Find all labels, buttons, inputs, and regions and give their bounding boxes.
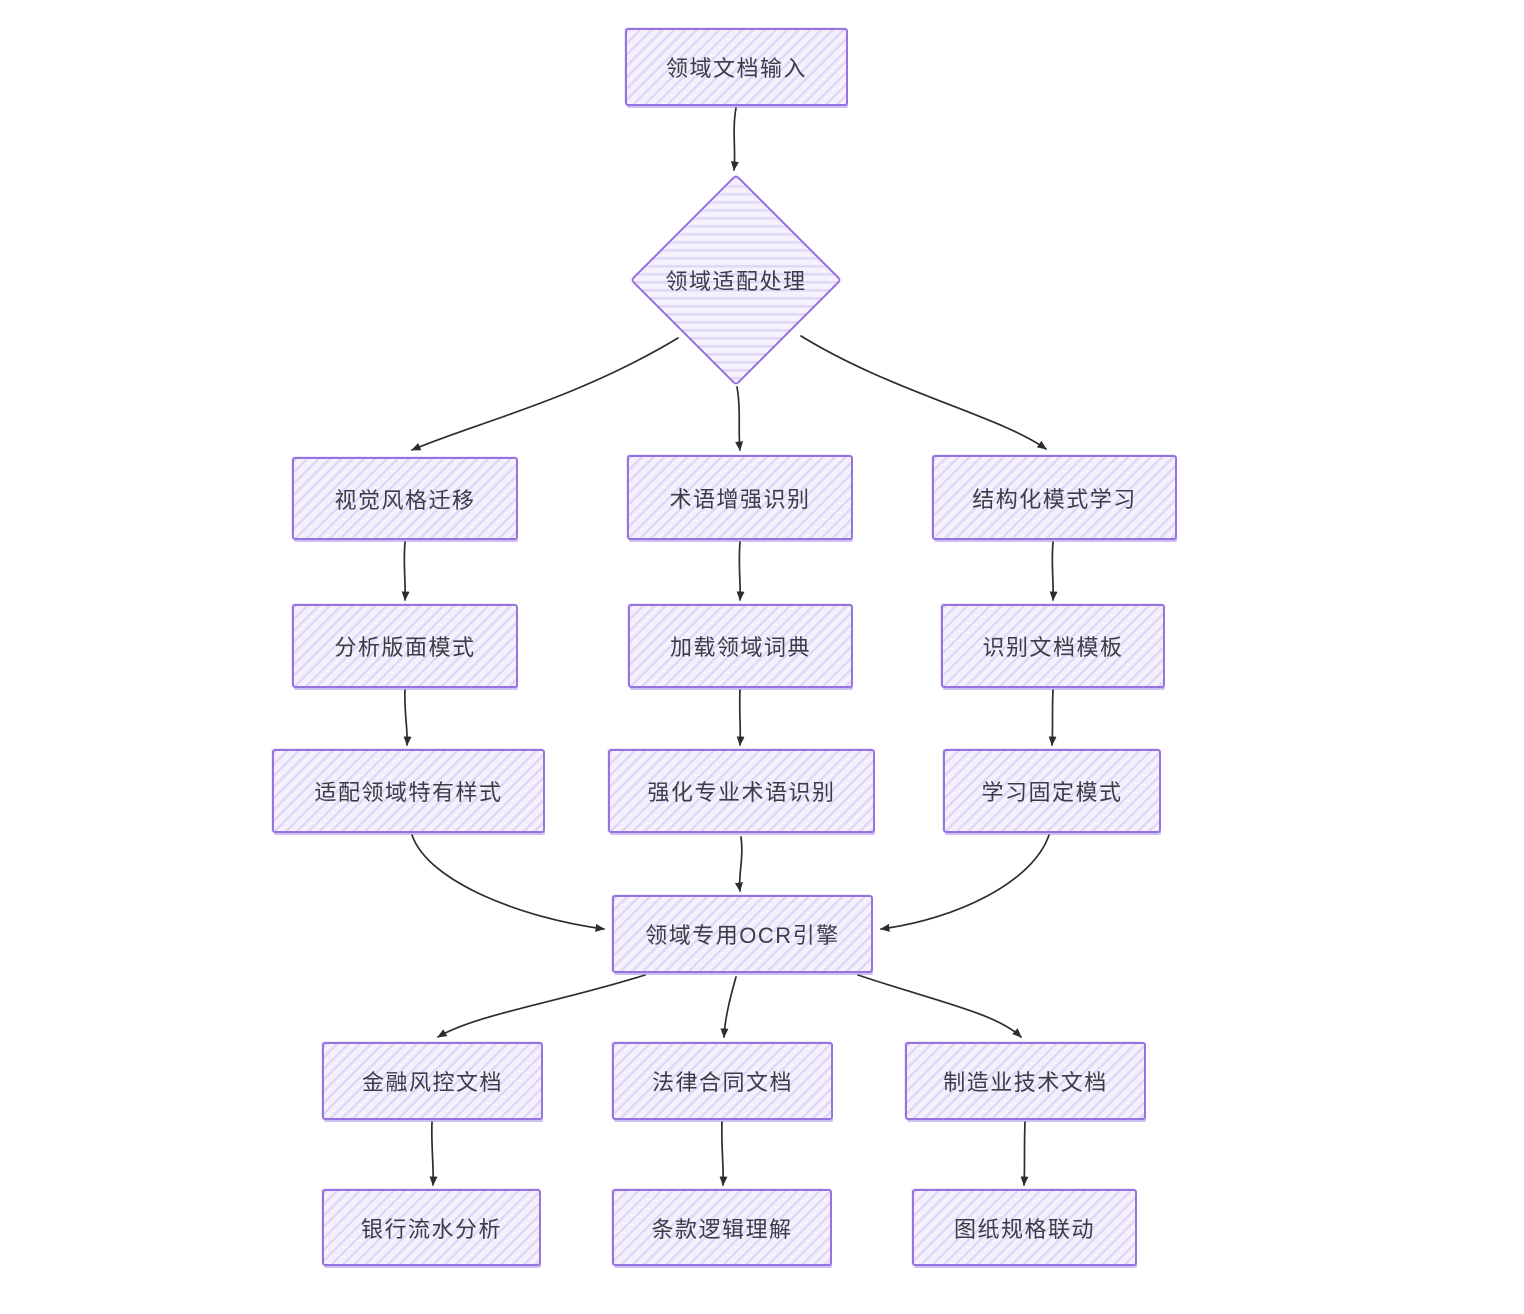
node-domain-doc-input: 领域文档输入: [625, 28, 848, 106]
node-legal-contract-doc: 法律合同文档: [612, 1042, 833, 1120]
node-bank-statement-analysis: 银行流水分析: [322, 1189, 541, 1266]
node-recognize-doc-template: 识别文档模板: [941, 604, 1165, 688]
node-drawing-spec-linkage: 图纸规格联动: [912, 1189, 1137, 1266]
node-visual-style-transfer: 视觉风格迁移: [292, 457, 518, 540]
diamond-label: 领域适配处理: [665, 269, 807, 294]
node-term-enhanced-recognition: 术语增强识别: [627, 455, 853, 540]
node-manufacturing-tech-doc: 制造业技术文档: [905, 1042, 1146, 1120]
node-finance-risk-doc: 金融风控文档: [322, 1042, 543, 1120]
node-domain-adapt-decision: 领域适配处理: [629, 173, 843, 387]
node-clause-logic-understanding: 条款逻辑理解: [612, 1189, 832, 1266]
node-structured-pattern-learning: 结构化模式学习: [932, 455, 1177, 540]
node-domain-ocr-engine: 领域专用OCR引擎: [612, 895, 873, 973]
node-analyze-layout-pattern: 分析版面模式: [292, 604, 518, 688]
node-strengthen-term-recognition: 强化专业术语识别: [608, 749, 875, 833]
node-load-domain-dictionary: 加载领域词典: [628, 604, 853, 688]
node-learn-fixed-pattern: 学习固定模式: [943, 749, 1161, 833]
node-adapt-domain-style: 适配领域特有样式: [272, 749, 545, 833]
